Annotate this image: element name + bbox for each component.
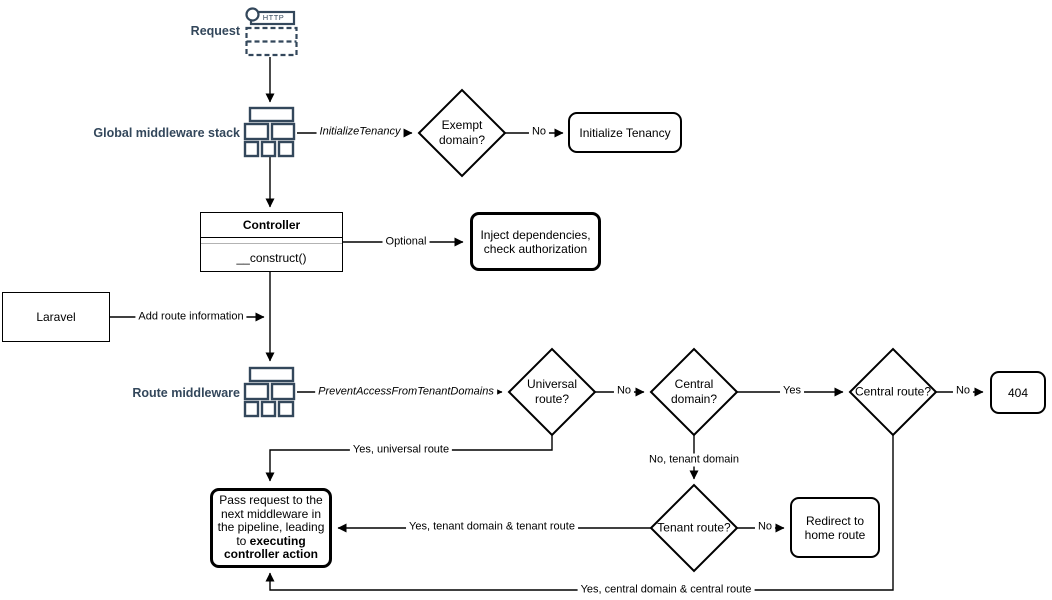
edge-label-no-universal: No xyxy=(613,384,635,398)
universal-route-diamond xyxy=(507,347,597,437)
initialize-tenancy-box: Initialize Tenancy xyxy=(568,112,682,153)
pass-request-text-normal: Pass request to the next middleware in t… xyxy=(217,493,325,548)
edge-label-prevent-access: PreventAccessFromTenantDomains xyxy=(315,385,497,399)
decision-shapes xyxy=(417,88,938,573)
pass-request-text-bold: executing controller action xyxy=(223,533,318,562)
central-route-text: Central route? xyxy=(854,384,932,399)
edge-label-optional: Optional xyxy=(382,235,430,249)
exempt-domain-diamond xyxy=(417,88,507,178)
controller-method: __construct() xyxy=(236,250,307,265)
edge-universal-yes-to-pass xyxy=(265,435,553,482)
edge-label-yes-tenant-route: Yes, tenant domain & tenant route xyxy=(406,520,578,534)
laravel-text: Laravel xyxy=(36,310,76,324)
edge-label-no-exempt: No xyxy=(528,125,550,139)
controller-box: Controller __construct() xyxy=(200,212,343,272)
http-icon-text: HTTP xyxy=(262,13,285,22)
edge-label-yes-universal-route: Yes, universal route xyxy=(349,443,453,457)
route-middleware-stack-icon xyxy=(243,366,296,418)
edge-label-yes-central-route: Yes, central domain & central route xyxy=(577,583,755,597)
global-middleware-label: Global middleware stack xyxy=(93,126,240,140)
edge-label-no-tenant-route: No xyxy=(754,520,776,534)
edge-label-yes-central-domain: Yes xyxy=(780,384,804,398)
http-circle xyxy=(245,7,260,22)
edge-label-no-central-route: No xyxy=(952,384,974,398)
laravel-box: Laravel xyxy=(2,292,110,342)
edge-label-add-route-information: Add route information xyxy=(135,310,247,324)
redirect-home-text: Redirect to home route xyxy=(804,513,866,542)
edge-label-no-tenant-domain: No, tenant domain xyxy=(646,453,742,467)
central-route-diamond xyxy=(848,347,938,437)
http-request-icon xyxy=(245,7,298,57)
request-label: Request xyxy=(190,24,240,38)
central-domain-diamond xyxy=(649,347,739,437)
route-middleware-label: Route middleware xyxy=(132,386,240,400)
controller-divider xyxy=(201,238,342,244)
pass-request-box: Pass request to the next middleware in t… xyxy=(210,488,332,568)
tenant-route-text: Tenant route? xyxy=(657,520,731,535)
initialize-tenancy-text: Initialize Tenancy xyxy=(579,125,671,140)
404-text: 404 xyxy=(1007,385,1029,400)
global-middleware-stack-icon xyxy=(243,106,296,158)
inject-dependencies-text: Inject dependencies, check authorization xyxy=(480,227,591,256)
central-domain-text: Central domain? xyxy=(670,377,718,406)
redirect-home-box: Redirect to home route xyxy=(790,497,880,558)
edge-label-initialize-tenancy: InitializeTenancy xyxy=(316,125,404,139)
controller-title: Controller xyxy=(201,213,342,238)
pass-request-text: Pass request to the next middleware in t… xyxy=(215,494,327,562)
exempt-domain-text: Exempt domain? xyxy=(438,118,486,147)
inject-dependencies-box: Inject dependencies, check authorization xyxy=(470,212,601,271)
tenant-route-diamond xyxy=(649,483,739,573)
universal-route-text: Universal route? xyxy=(526,377,577,406)
404-box: 404 xyxy=(990,371,1046,414)
